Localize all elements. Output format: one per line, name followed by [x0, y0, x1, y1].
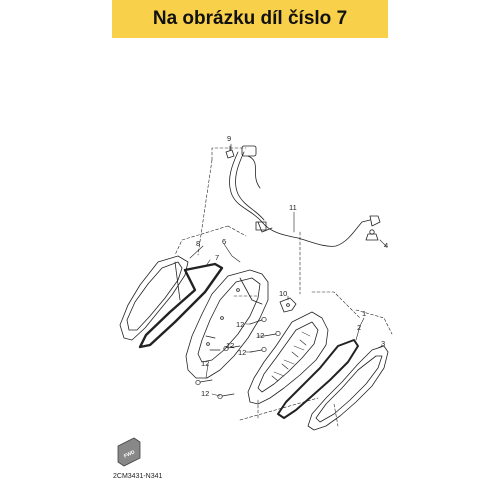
fwd-direction-badge [117, 437, 141, 467]
callout-2: 2 [357, 323, 361, 332]
part-3-outer-cover [307, 345, 389, 431]
part-8-side-panel [119, 255, 189, 341]
part-12-screws [195, 316, 281, 400]
callout-12b: 12 [226, 341, 234, 350]
callout-12e: 12 [201, 359, 209, 368]
callout-12a: 12 [236, 320, 244, 329]
part-10-bracket [279, 297, 297, 313]
fwd-badge-label: FWD [123, 449, 136, 459]
callout-11: 11 [289, 203, 297, 212]
callout-3: 3 [381, 339, 385, 348]
callout-12c: 12 [256, 331, 264, 340]
banner-title: Na obrázku díl číslo 7 [152, 8, 348, 29]
callout-1: 1 [362, 309, 366, 318]
callout-12f: 12 [201, 389, 209, 398]
leader-lines-dashed [174, 147, 393, 427]
part-4-grommet [365, 229, 379, 241]
diagram-code: 2CM3431-N341 [113, 473, 163, 480]
callout-9: 9 [227, 134, 231, 143]
callout-12d: 12 [238, 348, 246, 357]
part-1-lamp-housing [247, 311, 329, 405]
callout-8: 8 [196, 239, 200, 248]
part-2-lens-seal [277, 339, 359, 419]
part-7-seal-strip [138, 262, 224, 349]
callout-6: 6 [222, 237, 226, 246]
callout-4: 4 [384, 241, 388, 250]
callout-7: 7 [215, 253, 219, 262]
part-6-cowl-frame [185, 269, 269, 379]
callout-10: 10 [279, 289, 287, 298]
leader-lines [189, 143, 387, 397]
title-banner: Na obrázku díl číslo 7 [112, 0, 388, 38]
part-11-wire-harness [229, 145, 381, 247]
